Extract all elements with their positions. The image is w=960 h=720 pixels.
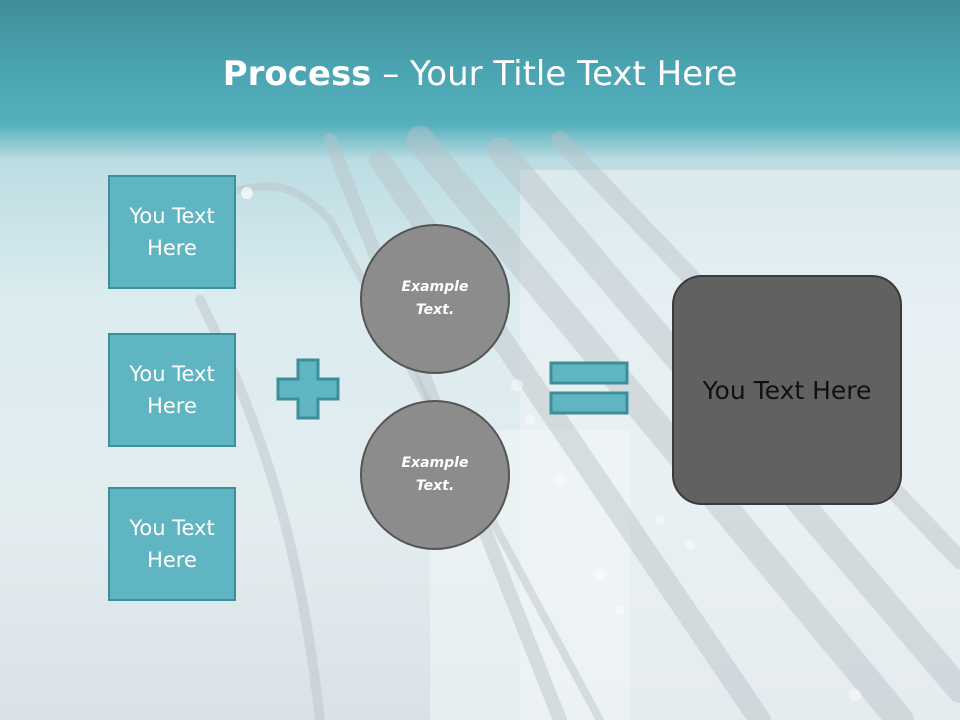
equals-icon [549,361,629,415]
text-box-1[interactable]: You Text Here [108,175,236,289]
text-box-2-label: You Text Here [129,362,215,418]
text-box-3-label: You Text Here [129,516,215,572]
result-box[interactable]: You Text Here [672,275,902,505]
example-circle-2[interactable]: Example Text. [360,400,510,550]
example-circle-2-label: Example Text. [401,455,469,494]
slide-title: Process – Your Title Text Here [0,52,960,96]
title-rest: – Your Title Text Here [371,54,738,94]
text-box-1-label: You Text Here [129,204,215,260]
example-circle-1[interactable]: Example Text. [360,224,510,374]
text-box-2[interactable]: You Text Here [108,333,236,447]
plus-icon [276,358,340,420]
title-bold: Process [222,54,372,94]
example-circle-1-label: Example Text. [401,279,469,318]
result-box-label: You Text Here [702,375,872,405]
text-box-3[interactable]: You Text Here [108,487,236,601]
